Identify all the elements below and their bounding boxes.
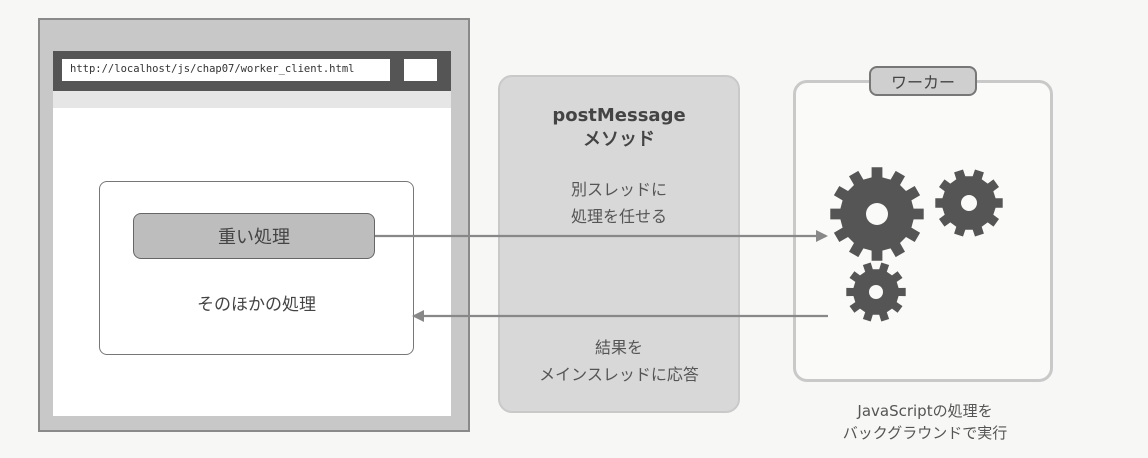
reply-description-line2: メインスレッドに応答 <box>539 365 699 384</box>
gear-hole <box>869 285 883 299</box>
post-message-title-line1: postMessage <box>552 105 686 126</box>
browser-button[interactable] <box>404 59 437 81</box>
post-message-title: postMessage メソッド <box>498 104 740 152</box>
url-bar[interactable]: http://localhost/js/chap07/worker_client… <box>62 59 390 81</box>
worker-caption-line2: バックグラウンドで実行 <box>842 424 1008 442</box>
reply-description: 結果を メインスレッドに応答 <box>498 334 740 388</box>
send-description-line2: 処理を任せる <box>570 207 667 226</box>
send-description-line1: 別スレッドに <box>570 180 667 199</box>
worker-label: ワーカー <box>869 66 977 96</box>
post-message-title-line2: メソッド <box>583 129 655 150</box>
heavy-task-box: 重い処理 <box>133 213 375 259</box>
send-description: 別スレッドに 処理を任せる <box>498 176 740 230</box>
other-tasks-label: そのほかの処理 <box>197 295 316 315</box>
reply-description-line1: 結果を <box>594 338 643 357</box>
gear-hole <box>866 203 888 225</box>
worker-panel <box>793 80 1053 382</box>
gear-hole <box>961 195 977 211</box>
worker-caption: JavaScriptの処理を バックグラウンドで実行 <box>780 400 1070 444</box>
worker-caption-line1: JavaScriptの処理を <box>857 402 993 420</box>
browser-toolbar <box>53 91 451 108</box>
post-message-panel <box>498 75 740 413</box>
main-thread-box <box>99 181 414 355</box>
